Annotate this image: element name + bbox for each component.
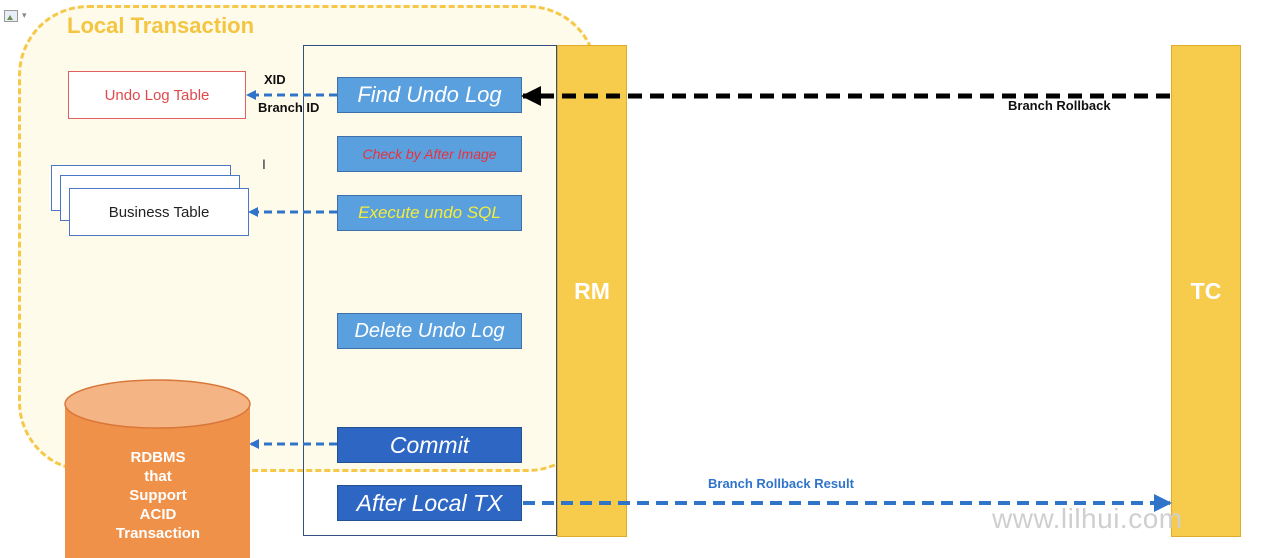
delete-undo-log-step: Delete Undo Log — [337, 313, 522, 349]
xid-label: XID — [264, 72, 286, 87]
find-undo-log-step: Find Undo Log — [337, 77, 522, 113]
execute-undo-sql-label: Execute undo SQL — [358, 203, 501, 222]
branch-rollback-label: Branch Rollback — [1008, 98, 1111, 113]
undo-log-table: Undo Log Table — [68, 71, 246, 119]
branch-id-label: Branch ID — [258, 100, 320, 115]
rdbms-line-4: ACID — [139, 506, 177, 523]
rdbms-line-3: Support — [129, 487, 187, 504]
tc-component: TC — [1171, 45, 1241, 537]
check-after-image-step: Check by After Image — [337, 136, 522, 172]
watermark: www.lilhui.com — [992, 503, 1183, 534]
broken-image-icon — [4, 10, 18, 22]
after-local-tx-step: After Local TX — [337, 485, 522, 521]
rdbms-line-5: Transaction — [115, 525, 201, 542]
rm-component: RM — [557, 45, 627, 537]
local-transaction-title: Local Transaction — [67, 13, 255, 38]
rdbms-label: RDBMS that Support ACID Transaction — [66, 448, 250, 543]
business-table-label: Business Table — [108, 203, 210, 221]
undo-log-table-label: Undo Log Table — [104, 86, 210, 104]
execute-undo-sql-step: Execute undo SQL — [337, 195, 522, 231]
chevron-down-icon: ▾ — [22, 10, 27, 20]
tc-label: TC — [1190, 277, 1222, 304]
find-undo-log-label: Find Undo Log — [357, 82, 502, 107]
commit-step: Commit — [337, 427, 522, 463]
check-after-image-label: Check by After Image — [362, 146, 497, 162]
commit-label: Commit — [389, 431, 470, 458]
delete-undo-log-label: Delete Undo Log — [354, 319, 505, 342]
rdbms-line-2: that — [144, 468, 172, 485]
business-table: Business Table — [69, 188, 249, 236]
rdbms-database-icon — [64, 379, 251, 558]
rm-process-frame — [303, 45, 557, 536]
rdbms-line-1: RDBMS — [130, 449, 186, 466]
after-local-tx-label: After Local TX — [356, 489, 503, 516]
branch-rollback-result-label: Branch Rollback Result — [708, 476, 854, 491]
rm-label: RM — [574, 277, 610, 304]
text-cursor-icon: I — [262, 156, 266, 172]
